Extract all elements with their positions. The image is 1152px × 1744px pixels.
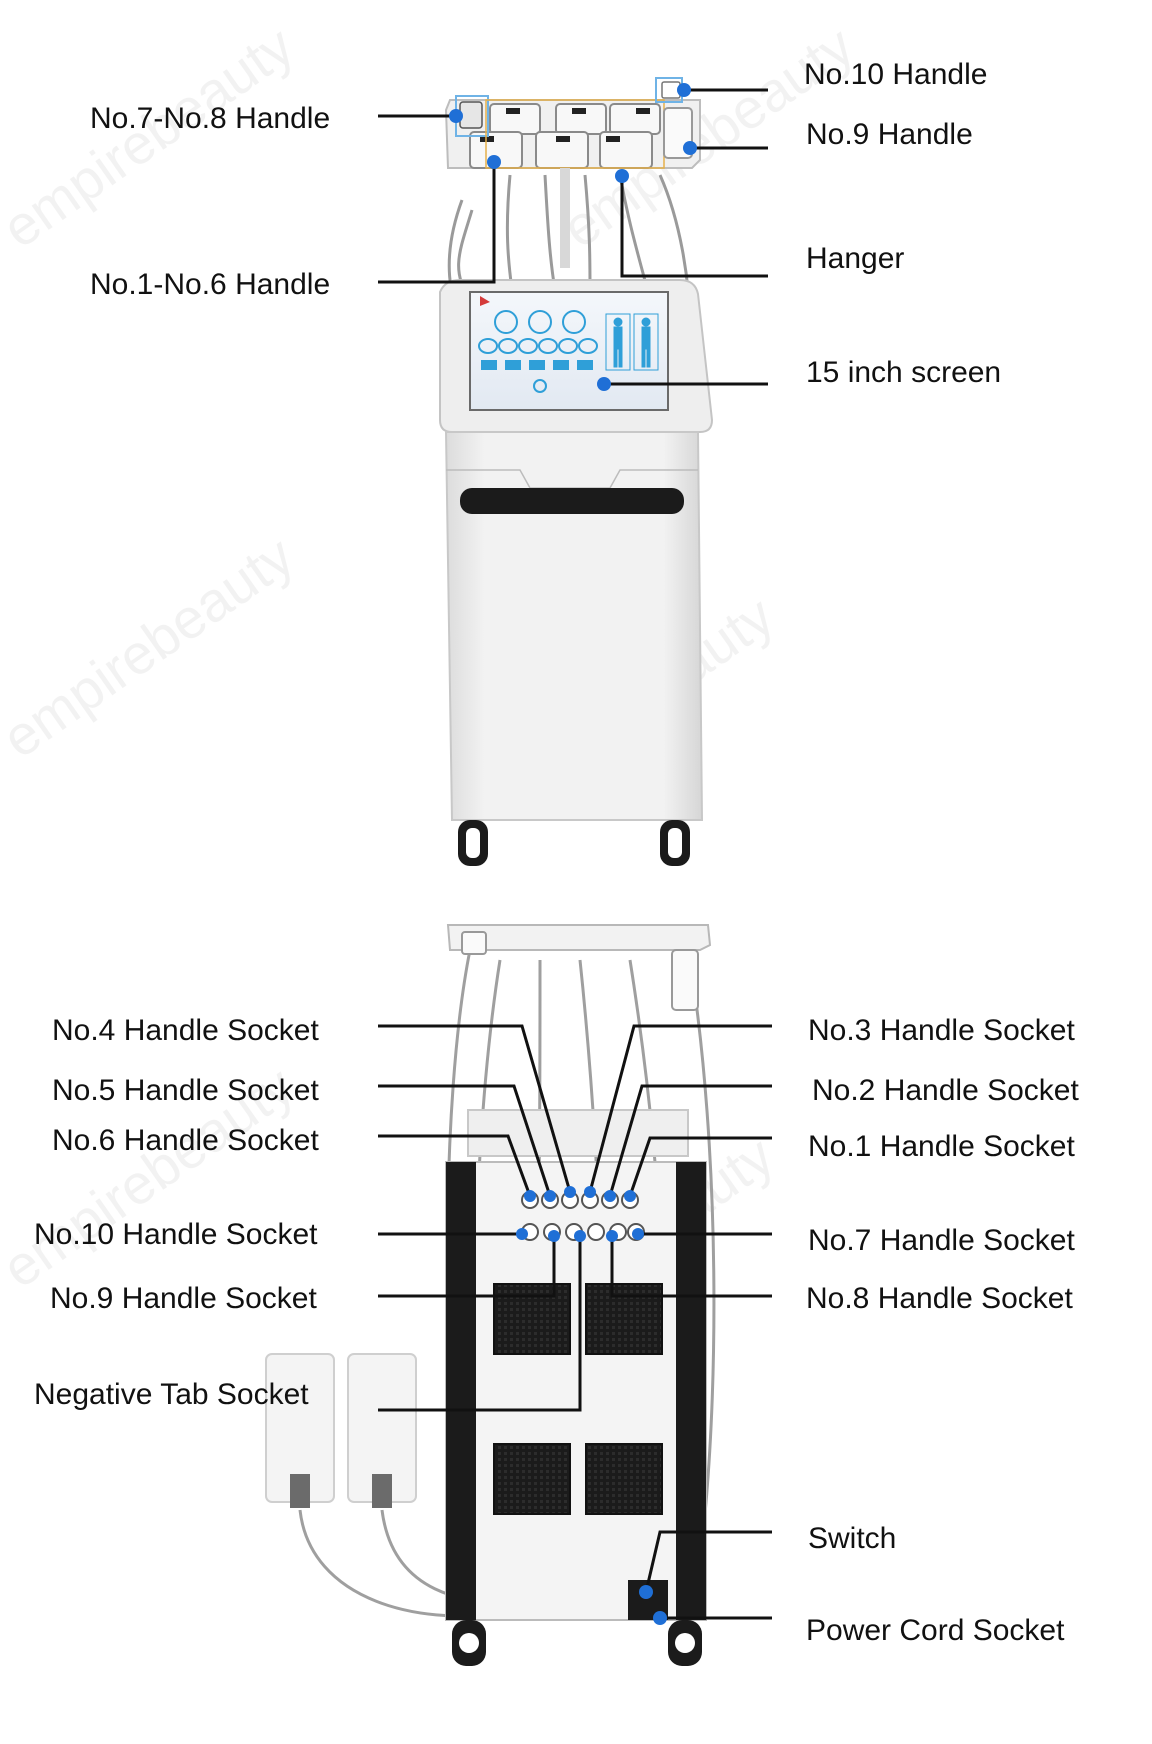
leader-socket-2 bbox=[608, 1084, 772, 1197]
leader-socket-5 bbox=[378, 1084, 552, 1197]
back-wheels bbox=[452, 1620, 702, 1666]
label-handle-1-6: No.1-No.6 Handle bbox=[90, 268, 331, 301]
watermark-text: empirebeauty bbox=[0, 14, 305, 260]
negative-tab-pads bbox=[265, 1353, 417, 1508]
label-screen: 15 inch screen bbox=[806, 356, 1002, 389]
callout-dot bbox=[604, 1190, 616, 1202]
label-socket-8: No.8 Handle Socket bbox=[806, 1282, 1073, 1315]
leader-lines bbox=[378, 88, 772, 1620]
back-socket-row-2 bbox=[521, 1223, 645, 1241]
leader-socket-3 bbox=[588, 1024, 772, 1193]
callout-dot bbox=[548, 1230, 560, 1242]
screen-ui bbox=[478, 310, 598, 393]
front-machine bbox=[439, 77, 714, 866]
label-power-cord: Power Cord Socket bbox=[806, 1614, 1065, 1647]
front-handle-bar bbox=[460, 488, 684, 514]
callout-dot bbox=[653, 1611, 667, 1625]
watermark-text: empirebeauty bbox=[0, 524, 305, 770]
callout-dot bbox=[639, 1585, 653, 1599]
callout-dot bbox=[677, 83, 691, 97]
callout-dot bbox=[564, 1186, 576, 1198]
callout-dot bbox=[683, 141, 697, 155]
callout-dot bbox=[524, 1190, 536, 1202]
callout-dot bbox=[624, 1190, 636, 1202]
front-wheels bbox=[458, 820, 690, 866]
callout-dot bbox=[606, 1230, 618, 1242]
callout-dot bbox=[487, 155, 501, 169]
label-socket-9: No.9 Handle Socket bbox=[50, 1282, 317, 1315]
callout-dot bbox=[449, 109, 463, 123]
label-handle-10: No.10 Handle bbox=[804, 58, 988, 91]
callout-dot bbox=[516, 1228, 528, 1240]
label-socket-5: No.5 Handle Socket bbox=[52, 1074, 319, 1107]
label-socket-4: No.4 Handle Socket bbox=[52, 1014, 319, 1047]
callout-dots bbox=[449, 83, 697, 1625]
callout-dot bbox=[597, 377, 611, 391]
callout-dot bbox=[574, 1230, 586, 1242]
leader-handle-1-6 bbox=[378, 162, 496, 284]
screen-body-figures bbox=[605, 313, 659, 371]
label-socket-7: No.7 Handle Socket bbox=[808, 1224, 1075, 1257]
back-fans bbox=[493, 1283, 663, 1515]
callout-dot bbox=[632, 1228, 644, 1240]
label-socket-1: No.1 Handle Socket bbox=[808, 1130, 1075, 1163]
front-screen bbox=[469, 291, 669, 411]
leader-switch bbox=[644, 1530, 772, 1593]
label-negative-tab: Negative Tab Socket bbox=[34, 1378, 309, 1411]
leader-socket-6 bbox=[378, 1134, 532, 1197]
label-switch: Switch bbox=[808, 1522, 897, 1555]
leader-socket-4 bbox=[378, 1024, 572, 1193]
label-handle-9: No.9 Handle bbox=[806, 118, 973, 151]
front-cabinet bbox=[444, 431, 704, 821]
back-machine bbox=[265, 924, 716, 1666]
callout-dot bbox=[615, 169, 629, 183]
leader-socket-1 bbox=[628, 1136, 772, 1197]
leader-socket-9 bbox=[378, 1236, 556, 1298]
label-socket-6: No.6 Handle Socket bbox=[52, 1124, 319, 1157]
leader-socket-8 bbox=[610, 1236, 772, 1298]
label-handle-7-8: No.7-No.8 Handle bbox=[90, 102, 331, 135]
leader-negative-tab bbox=[378, 1236, 582, 1412]
screen-buttons bbox=[480, 296, 593, 370]
leader-hanger bbox=[620, 176, 768, 278]
callout-dot bbox=[544, 1190, 556, 1202]
front-handle-holders bbox=[469, 103, 661, 169]
label-socket-3: No.3 Handle Socket bbox=[808, 1014, 1075, 1047]
watermarks: empirebeauty empirebeauty empirebeauty e… bbox=[0, 14, 865, 1370]
label-hanger: Hanger bbox=[806, 242, 905, 275]
label-socket-10: No.10 Handle Socket bbox=[34, 1218, 318, 1251]
callout-dot bbox=[584, 1186, 596, 1198]
label-socket-2: No.2 Handle Socket bbox=[812, 1074, 1079, 1107]
